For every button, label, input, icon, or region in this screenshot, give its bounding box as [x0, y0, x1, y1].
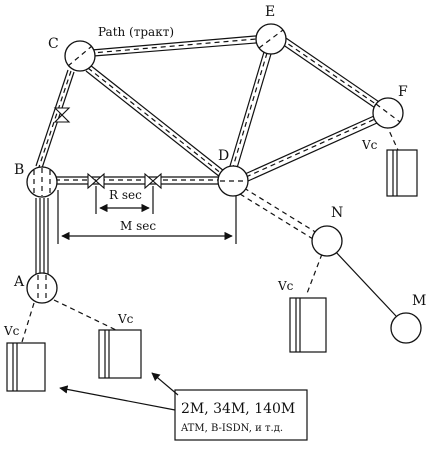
nodes — [26, 23, 422, 344]
section-markers — [53, 107, 237, 244]
callout-arrows — [59, 372, 179, 411]
label-vc-a: Vc — [3, 324, 20, 338]
label-node-e: E — [265, 4, 275, 20]
callout-box — [174, 389, 308, 441]
vc-connections — [21, 123, 399, 343]
label-path: Path (тракт) — [98, 25, 174, 39]
label-node-n: N — [331, 205, 343, 221]
node-m[interactable] — [390, 312, 422, 344]
label-vc-a2: Vc — [117, 312, 134, 326]
link-b-a — [35, 198, 49, 274]
callout-line-2: ATM, B-ISDN, и т.д. — [180, 423, 283, 434]
label-m-sec: M sec — [120, 219, 156, 233]
label-vc-f: Vc — [361, 138, 378, 152]
node-e[interactable] — [255, 23, 287, 55]
label-node-c: C — [48, 36, 59, 52]
link-e-d — [229, 51, 272, 169]
vc-box-f — [386, 149, 418, 197]
node-n[interactable] — [311, 225, 343, 257]
label-node-a: A — [13, 274, 25, 290]
link-c-e — [79, 34, 269, 58]
label-node-m: M — [412, 293, 426, 309]
label-vc-n: Vc — [277, 279, 294, 293]
link-c-b — [35, 69, 75, 169]
node-c[interactable] — [64, 40, 96, 72]
link-e-f — [278, 35, 386, 113]
dimension-arrows — [61, 203, 233, 241]
link-c-d — [85, 64, 225, 178]
label-node-f: F — [398, 84, 408, 100]
node-f[interactable] — [372, 97, 404, 129]
callout-line-1: 2M, 34M, 140M — [181, 401, 295, 417]
vc-boxes — [6, 149, 418, 392]
label-node-d: D — [218, 148, 229, 164]
link-b-d — [55, 176, 218, 185]
node-a[interactable] — [26, 272, 58, 304]
link-d-n — [239, 187, 318, 240]
label-node-b: B — [14, 162, 24, 178]
link-d-f — [244, 115, 378, 182]
links — [35, 34, 397, 317]
link-n-m — [333, 249, 397, 317]
vc-box-a2 — [98, 329, 142, 379]
label-r-sec: R sec — [109, 188, 142, 202]
